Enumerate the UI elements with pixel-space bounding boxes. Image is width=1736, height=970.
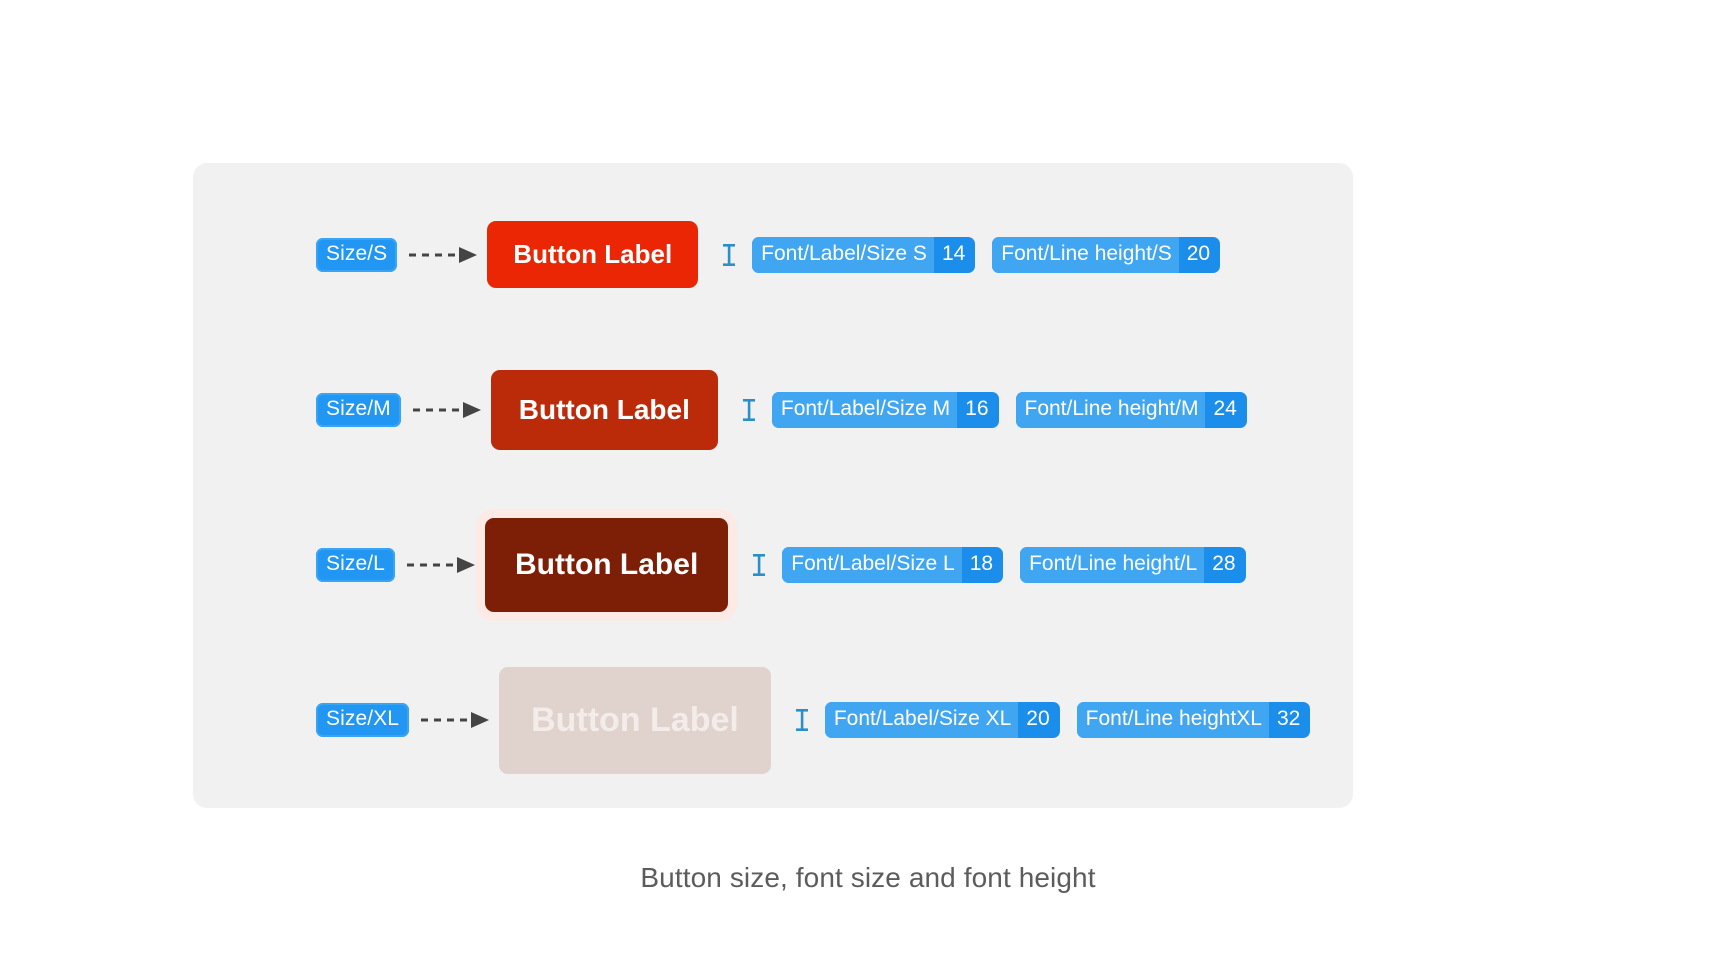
spec-row-l: Size/L Button Label <box>193 505 1353 625</box>
font-size-token-chip-m[interactable]: Font/Label/Size M 16 <box>771 391 999 428</box>
spec-row-xl: Size/XL Button Label <box>193 660 1353 780</box>
token-chip-name: Font/Line heightXL <box>1076 702 1269 739</box>
text-cursor-icon <box>712 240 746 270</box>
token-chip-value: 18 <box>969 552 994 576</box>
demo-button-m[interactable]: Button Label <box>490 369 718 450</box>
token-chip-value: 20 <box>1186 241 1211 265</box>
token-chip-name: Font/Line height/M <box>1015 391 1206 428</box>
size-token-pill-l[interactable]: Size/L <box>316 548 395 583</box>
line-height-token-chip-m[interactable]: Font/Line height/M 24 <box>1015 391 1247 428</box>
font-size-token-chip-xl[interactable]: Font/Label/Size XL 20 <box>824 702 1060 739</box>
token-chip-name: Font/Label/Size M <box>771 391 958 428</box>
token-chip-group-m: Font/Label/Size M 16 Font/Line height/M … <box>771 391 1247 428</box>
dashed-arrow-icon <box>405 555 479 575</box>
font-size-token-chip-l[interactable]: Font/Label/Size L 18 <box>782 547 1004 584</box>
dashed-arrow-icon <box>407 245 481 265</box>
token-chip-value: 14 <box>941 241 966 265</box>
token-chip-group-l: Font/Label/Size L 18 Font/Line height/L … <box>782 547 1246 584</box>
token-chip-name: Font/Label/Size L <box>782 547 962 584</box>
dashed-arrow-icon <box>419 710 493 730</box>
demo-button-l[interactable]: Button Label <box>484 518 729 613</box>
token-chip-value: 24 <box>1213 396 1237 420</box>
token-chip-value: 20 <box>1026 707 1050 731</box>
dashed-arrow-icon <box>411 400 485 420</box>
token-chip-group-xl: Font/Label/Size XL 20 Font/Line heightXL… <box>824 702 1311 739</box>
demo-button-xl[interactable]: Button Label <box>499 666 771 774</box>
spec-panel: Size/S Button Label <box>193 163 1353 808</box>
text-cursor-icon <box>732 395 766 425</box>
size-token-pill-s[interactable]: Size/S <box>316 237 398 272</box>
token-chip-value: 16 <box>965 396 989 420</box>
token-chip-name: Font/Label/Size XL <box>824 702 1019 739</box>
line-height-token-chip-xl[interactable]: Font/Line heightXL 32 <box>1076 702 1311 739</box>
size-token-pill-m[interactable]: Size/M <box>316 392 401 427</box>
size-token-pill-xl[interactable]: Size/XL <box>316 703 410 738</box>
token-chip-name: Font/Line height/S <box>992 236 1179 273</box>
line-height-token-chip-s[interactable]: Font/Line height/S 20 <box>992 236 1221 273</box>
token-chip-value: 32 <box>1276 707 1301 731</box>
demo-button-s[interactable]: Button Label <box>487 221 699 289</box>
token-chip-name: Font/Line height/L <box>1020 547 1205 584</box>
text-cursor-icon <box>785 705 819 735</box>
font-size-token-chip-s[interactable]: Font/Label/Size S 14 <box>752 236 976 273</box>
line-height-token-chip-l[interactable]: Font/Line height/L 28 <box>1020 547 1246 584</box>
spec-row-m: Size/M Button Label <box>193 350 1353 470</box>
text-cursor-icon <box>742 550 776 580</box>
spec-row-list: Size/S Button Label <box>193 163 1353 808</box>
token-chip-value: 28 <box>1212 552 1236 576</box>
token-chip-group-s: Font/Label/Size S 14 Font/Line height/S … <box>752 236 1221 273</box>
figure-caption: Button size, font size and font height <box>640 862 1096 893</box>
spec-row-s: Size/S Button Label <box>193 195 1353 315</box>
token-chip-name: Font/Label/Size S <box>752 236 934 273</box>
